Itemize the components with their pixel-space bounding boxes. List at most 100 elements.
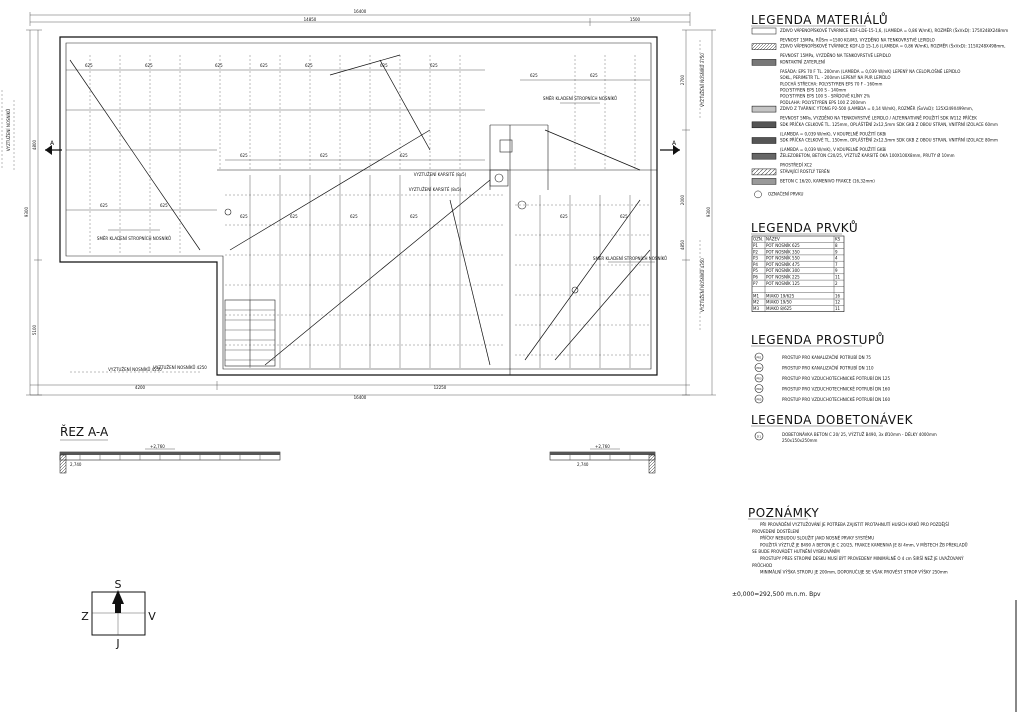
section-level-bottom-left: 2,740 bbox=[70, 462, 82, 467]
spacing-label: 625 bbox=[85, 63, 93, 68]
spacing-label: 625 bbox=[430, 63, 438, 68]
diagonal-lines bbox=[69, 54, 651, 366]
section-mark-left-label: A bbox=[50, 140, 55, 147]
vyztuzeni-top-label: VYZTUŽENÍ NOSNÍKŮ 4250 bbox=[153, 365, 207, 370]
openings bbox=[224, 139, 579, 294]
dobetonavka-line2: 250x150x250mm bbox=[782, 438, 818, 443]
stair bbox=[224, 299, 276, 367]
legend-materialu-title: LEGENDA MATERIÁLŮ bbox=[751, 12, 888, 27]
dimension-right: 2700 2000 4850 9300 VYZTUŽENÍ NOSNÍKŮ 37… bbox=[680, 29, 716, 396]
note-line: PROSTUPY PŘES STROPNÍ DESKU MUSÍ BÝT PRO… bbox=[760, 556, 964, 561]
vyztuzeni-center-label-1: VYZTUŽENÍ KARSITÉ (8x5) bbox=[409, 187, 462, 192]
material-swatch bbox=[751, 152, 777, 160]
table-cell: POT NOSNÍK 225 bbox=[766, 275, 800, 280]
material-item-text: SOKL, PERIMETR TL. - 200mm LEPENÝ NA PUR… bbox=[780, 75, 891, 80]
vyztuzeni-bottom-label: VYZTUŽENÍ NOSNÍKŮ 4250 bbox=[108, 367, 162, 372]
material-item-text: PEVNOST 15MPa, RŮSm =1500 KG/M3, VYZDĚNO… bbox=[780, 38, 935, 43]
note-line: PRŮCHOD bbox=[752, 563, 772, 568]
section-mark-right-label: A bbox=[672, 140, 677, 147]
note-line: PŘI PROVÁDĚNÍ VYZTUŽOVÁNÍ JE POTŘEBA ZAJ… bbox=[760, 522, 950, 527]
legend-prostupu-title: LEGENDA PROSTUPŮ bbox=[751, 332, 885, 347]
vyztuzeni-right2-label: VYZTUŽENÍ NOSNÍKŮ 4350 bbox=[700, 258, 705, 312]
spacing-label: 625 bbox=[145, 63, 153, 68]
table-cell: POT NOSNÍK 475 bbox=[766, 262, 800, 267]
penetration-text: PROSTUP PRO KANALIZAČNÍ POTRUBÍ DN 110 bbox=[782, 366, 874, 371]
material-item-text: PLOCHÁ STŘECHA: POLYSTYREN EPS 70 F - 16… bbox=[780, 81, 882, 86]
dimension-bottom: 4200 12250 16400 VYZTUŽENÍ NOSNÍKŮ 4250 bbox=[30, 367, 690, 400]
dim-right-total: 9300 bbox=[706, 206, 711, 217]
dim-left-lower: 5100 bbox=[32, 324, 37, 335]
dim-bottom-right: 12250 bbox=[434, 385, 447, 390]
table-cell: P2 bbox=[753, 249, 758, 254]
material-swatch bbox=[751, 137, 777, 144]
element-marker-icon bbox=[754, 190, 762, 199]
material-item-text: PEVNOST 5MPa, VYZDĚNO NA TENKOVRSTVÉ LEP… bbox=[780, 116, 977, 121]
section-wall-right bbox=[648, 454, 656, 474]
vyztuzeni-left-label: VYZTUŽENÍ NOSNÍKŮ bbox=[6, 109, 11, 151]
table-header-cell: NÁZEV bbox=[766, 237, 780, 242]
penetration-text: PROSTUP PRO VZDUCHOTECHNICKÉ POTRUBÍ DN … bbox=[782, 397, 890, 402]
spacing-label: 625 bbox=[100, 203, 108, 208]
spacing-label: 625 bbox=[260, 63, 268, 68]
table-cell: 11 bbox=[835, 306, 841, 311]
table-cell: 8 bbox=[835, 243, 838, 248]
spacing-label: 625 bbox=[410, 214, 418, 219]
material-swatch bbox=[751, 27, 777, 35]
spacing-label: 625 bbox=[590, 73, 598, 78]
compass: S J Z V bbox=[81, 578, 156, 650]
dim-top-left: 14850 bbox=[304, 17, 317, 22]
section-title: ŘEZ A-A bbox=[60, 424, 109, 439]
material-item-text: SDK PŘÍČKA CELKOVÉ TL. 125mm, OPLÁŠTĚNÍ … bbox=[780, 122, 998, 127]
spacing-label: 625 bbox=[400, 153, 408, 158]
dim-right-lower: 4850 bbox=[680, 239, 685, 250]
penetration-marker-icon bbox=[754, 352, 764, 362]
material-item-text: SDK PŘÍČKA CELKOVÉ TL. 150mm, OPLÁŠTĚNÍ … bbox=[780, 138, 998, 143]
section-level-top-left: +2,760 bbox=[150, 444, 165, 449]
vyztuzeni-center-label-2: VYZTUŽENÍ KARSITÉ (8x5) bbox=[414, 172, 467, 177]
table-cell: POT NOSNÍK 125 bbox=[766, 281, 800, 286]
material-item-text: STÁVAJÍCÍ ROSTLÝ TERÉN bbox=[780, 169, 830, 174]
spacing-label: 625 bbox=[350, 214, 358, 219]
dobetonavka-code: D1 bbox=[757, 435, 761, 439]
table-cell: M1 bbox=[753, 293, 759, 298]
penetration-code: PR1 bbox=[756, 356, 761, 360]
smer-label-3: SMĚR KLADENÍ STROPNÍCH NOSNÍKŮ bbox=[593, 256, 667, 261]
table-cell: P3 bbox=[753, 256, 758, 261]
material-item-text: PEVNOST 15MPa, VYZDĚNO NA TENKOVRSTVÉ LE… bbox=[780, 53, 891, 58]
spacing-label: 625 bbox=[620, 214, 628, 219]
compass-west: Z bbox=[81, 610, 89, 623]
dim-top-right: 1500 bbox=[630, 17, 641, 22]
spacing-label: 625 bbox=[160, 203, 168, 208]
table-cell: 11 bbox=[835, 275, 841, 280]
outer-wall bbox=[59, 36, 658, 376]
material-item-text: FASÁDA: EPS 70 F TL. 200mm (LAMBDA = 0,0… bbox=[780, 69, 960, 74]
material-item-text: ZDIVO Z TVÁRNIC YTONG P2-500 (LAMBDA = 0… bbox=[780, 106, 973, 111]
section-slab-left-top bbox=[60, 452, 280, 455]
arrow-up-icon bbox=[112, 590, 124, 604]
dim-right-mid: 2000 bbox=[680, 194, 685, 205]
elevation-note: ±0,000=292,500 m.n.m. Bpv bbox=[732, 591, 821, 598]
compass-north: S bbox=[115, 578, 122, 591]
spacing-label: 625 bbox=[380, 63, 388, 68]
section-mark-right: A bbox=[660, 140, 680, 155]
table-cell: P7 bbox=[753, 281, 758, 286]
note-line: SE BUDE PROVÁDĚT HUTNĚNÍ VYBROVÁNÍM bbox=[752, 549, 840, 554]
dim-top-total: 16400 bbox=[354, 9, 367, 14]
table-cell: 9 bbox=[835, 249, 838, 254]
table-cell: 4 bbox=[835, 256, 838, 261]
dim-right-upper: 2700 bbox=[680, 74, 685, 85]
table-cell: P1 bbox=[753, 243, 758, 248]
spacing-label: 625 bbox=[215, 63, 223, 68]
table-header-cell: OZN. bbox=[753, 237, 763, 242]
material-item-text: PODLAHA: POLYSTYREN EPS 100 Z 200mm bbox=[780, 100, 866, 105]
table-cell: 7 bbox=[835, 262, 838, 267]
penetration-code: PR4 bbox=[756, 387, 761, 391]
material-item-text: BETON C 16/20, KAMENIVO FRAKCE (16,32mm) bbox=[780, 178, 875, 183]
material-item-text: OZNAČENÍ PRVKU bbox=[768, 191, 804, 196]
spacing-label: 625 bbox=[305, 63, 313, 68]
penetration-code: PR3 bbox=[756, 377, 761, 381]
inner-wall-outline bbox=[65, 42, 652, 370]
spacing-label: 625 bbox=[240, 214, 248, 219]
material-swatch bbox=[751, 59, 777, 66]
